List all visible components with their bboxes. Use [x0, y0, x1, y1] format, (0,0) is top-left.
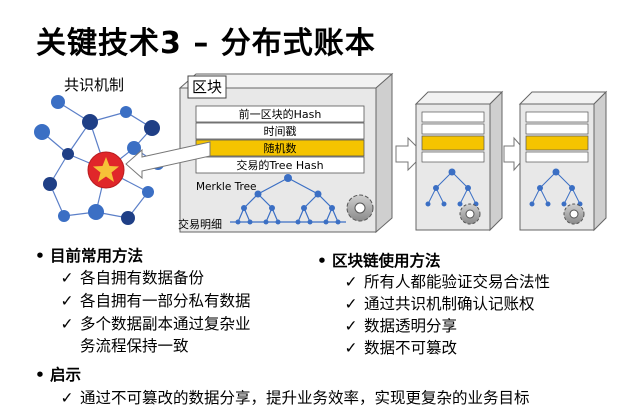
field-timestamp — [195, 122, 365, 140]
network-node — [58, 210, 70, 222]
network-node — [34, 124, 50, 140]
list-item: ✓通过共识机制确认记账权 — [338, 293, 640, 315]
blockchain-diagram: 区块 前一区块的Hash 时间戳 随机数 交易的Tree Hash Merkle… — [178, 72, 608, 234]
field-prev-hash-label: 前一区块的Hash — [239, 107, 322, 121]
check-icon: ✓ — [344, 273, 358, 291]
network-node — [51, 95, 65, 109]
check-icon: ✓ — [60, 389, 74, 407]
field-tree-hash — [195, 156, 365, 174]
network-node — [144, 120, 160, 136]
list-item: ✓所有人都能验证交易合法性 — [338, 271, 640, 293]
check-icon: ✓ — [60, 269, 74, 287]
check-icon: ✓ — [60, 292, 74, 310]
section-blockchain-methods: •区块链使用方法 ✓所有人都能验证交易合法性 ✓通过共识机制确认记账权 ✓数据透… — [312, 249, 640, 359]
arrow-left-icon — [125, 141, 211, 180]
section-current-methods: •目前常用方法 ✓各自拥有数据备份 ✓各自拥有一部分私有数据 ✓多个数据副本通过… — [30, 244, 330, 357]
gear-icon — [563, 203, 585, 225]
list-item-continuation: 务流程保持一致 — [80, 337, 189, 355]
field-nonce-label: 随机数 — [264, 141, 297, 155]
star-icon — [93, 157, 119, 182]
list-item: ✓数据不可篡改 — [338, 337, 640, 359]
list-item: ✓多个数据副本通过复杂业 — [54, 313, 330, 336]
network-node — [43, 177, 57, 191]
check-icon: ✓ — [344, 317, 358, 335]
network-node — [82, 114, 98, 130]
field-timestamp-label: 时间戳 — [264, 125, 297, 138]
check-icon: ✓ — [344, 339, 358, 357]
page-title: 关键技术3 – 分布式账本 — [36, 26, 376, 61]
check-icon: ✓ — [344, 295, 358, 313]
block-label: 区块 — [192, 78, 222, 96]
list-item: ✓各自拥有一部分私有数据 — [54, 290, 330, 313]
network-node — [62, 148, 74, 160]
merkle-tree-label: Merkle Tree — [196, 181, 257, 193]
nonce-to-consensus-arrow — [125, 141, 211, 180]
section-heading: •启示 — [35, 366, 82, 384]
field-prev-hash — [195, 105, 365, 123]
consensus-network-graph — [34, 95, 164, 225]
list-item: ✓通过不可篡改的数据分享，提升业务效率，实现更复杂的业务目标 — [54, 387, 640, 410]
transaction-details-label: 交易明细 — [178, 217, 222, 231]
network-node — [127, 141, 141, 155]
network-node — [88, 204, 104, 220]
gear-icon — [346, 194, 374, 222]
list-item: ✓数据透明分享 — [338, 315, 640, 337]
section-insight: •启示 ✓通过不可篡改的数据分享，提升业务效率，实现更复杂的业务目标 — [30, 363, 640, 410]
section-heading: •目前常用方法 — [35, 247, 144, 265]
list-item: ✓各自拥有数据备份 — [54, 267, 330, 290]
block-label-box — [187, 75, 227, 99]
gear-icon — [459, 203, 481, 225]
network-node — [120, 106, 132, 118]
check-icon: ✓ — [60, 315, 74, 333]
section-heading: •区块链使用方法 — [317, 252, 441, 270]
field-tree-hash-label: 交易的Tree Hash — [236, 158, 323, 172]
consensus-mechanism-label: 共识机制 — [64, 76, 125, 94]
network-node — [142, 186, 154, 198]
network-node — [121, 211, 135, 225]
